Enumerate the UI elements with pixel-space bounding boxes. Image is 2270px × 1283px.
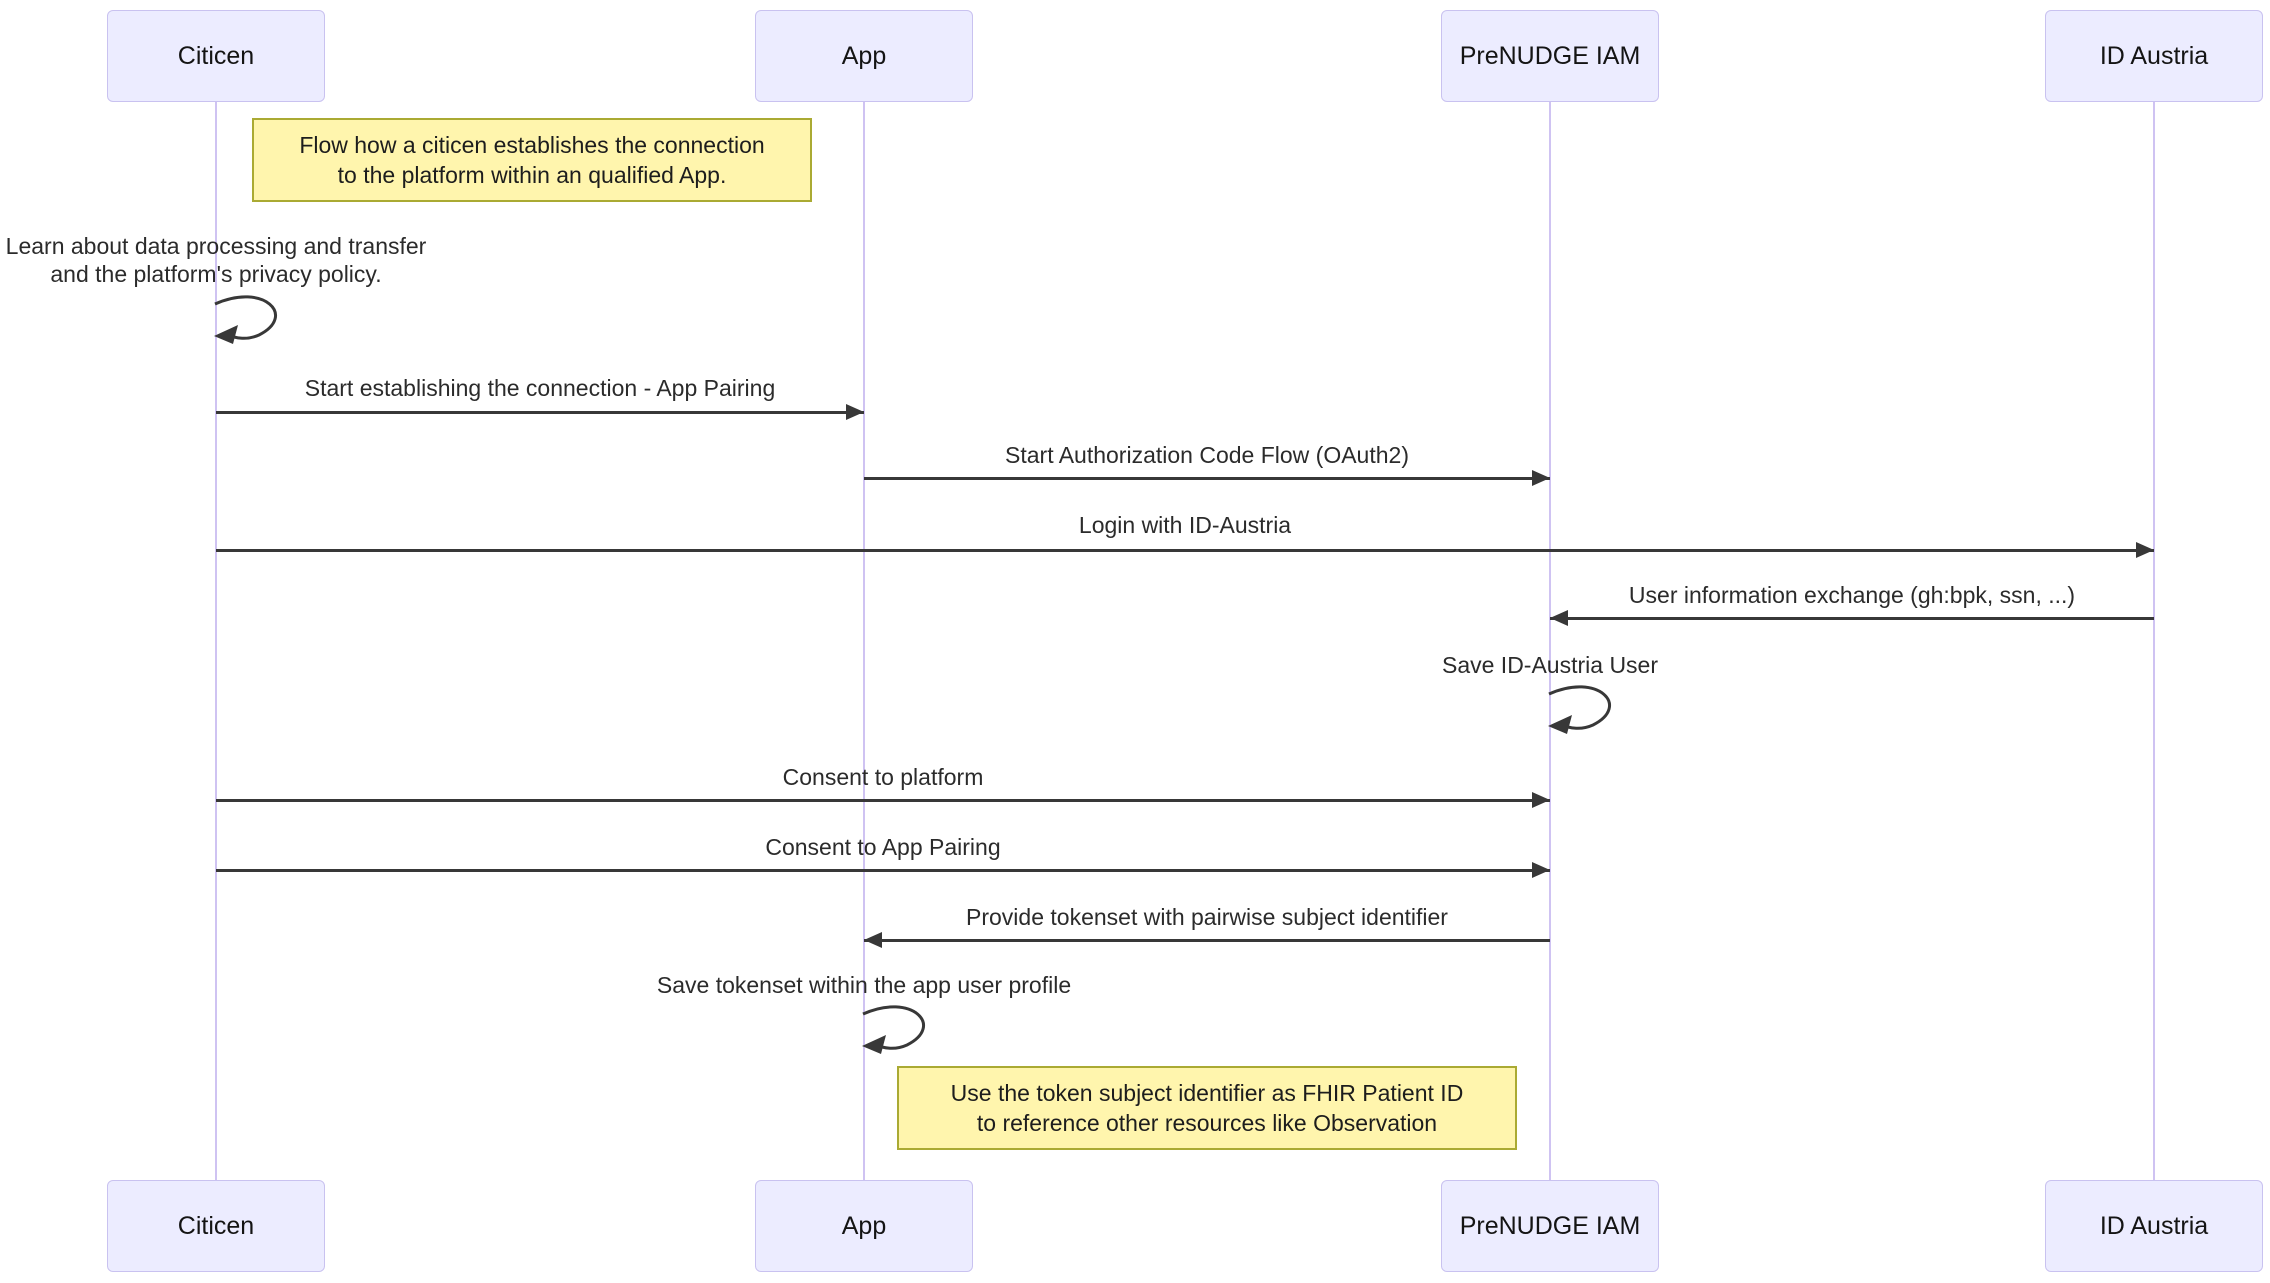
actor-label: App (841, 1211, 887, 1240)
actor-label: ID Austria (2099, 1211, 2209, 1240)
message-label-login-id-austria: Login with ID-Austria (1078, 512, 1292, 538)
actor-label: PreNUDGE IAM (1459, 1211, 1641, 1240)
message-label-consent-app-pairing: Consent to App Pairing (765, 834, 1001, 860)
actor-bottom-prenudge-iam: PreNUDGE IAM (1441, 1180, 1659, 1272)
message-label-learn-privacy: Learn about data processing and transfer… (5, 233, 427, 287)
lifeline-prenudge-iam (1549, 102, 1551, 1180)
message-line (216, 799, 1550, 802)
actor-label: PreNUDGE IAM (1459, 41, 1641, 70)
note-fhir-patient-id: Use the token subject identifier as FHIR… (897, 1066, 1517, 1150)
message-line (216, 869, 1550, 872)
message-label-app-pairing: Start establishing the connection - App … (304, 375, 776, 401)
arrowhead-left-icon (1550, 610, 1568, 626)
note-line: Use the token subject identifier as FHIR… (950, 1080, 1464, 1106)
arrowhead-right-icon (1532, 470, 1550, 486)
note-line: Flow how a citicen establishes the conne… (299, 132, 765, 158)
actor-top-app: App (755, 10, 973, 102)
message-line (216, 549, 2154, 552)
arrowhead-right-icon (2136, 542, 2154, 558)
self-loop-arrow-icon (862, 1005, 925, 1054)
actor-bottom-id-austria: ID Austria (2045, 1180, 2263, 1272)
message-line (1550, 617, 2154, 620)
message-line (216, 411, 864, 414)
actor-label: ID Austria (2099, 41, 2209, 70)
message-label-provide-tokenset: Provide tokenset with pairwise subject i… (966, 904, 1448, 930)
self-loop-arrow-icon (1548, 685, 1611, 734)
arrowhead-right-icon (1532, 862, 1550, 878)
actor-label: App (841, 41, 887, 70)
message-label-consent-platform: Consent to platform (782, 764, 984, 790)
actor-top-prenudge-iam: PreNUDGE IAM (1441, 10, 1659, 102)
note-line: to the platform within an qualified App. (337, 162, 727, 188)
note-line: to reference other resources like Observ… (976, 1110, 1438, 1136)
note-flow-description: Flow how a citicen establishes the conne… (252, 118, 812, 202)
actor-label: Citicen (177, 1211, 255, 1240)
self-loop-arrow-icon (214, 295, 277, 344)
message-line (864, 477, 1550, 480)
arrowhead-left-icon (864, 932, 882, 948)
message-label-save-id-austria-user: Save ID-Austria User (1441, 652, 1659, 678)
arrowhead-right-icon (1532, 792, 1550, 808)
actor-label: Citicen (177, 41, 255, 70)
lifeline-app (863, 102, 865, 1180)
actor-bottom-citicen: Citicen (107, 1180, 325, 1272)
lifeline-citicen (215, 102, 217, 1180)
arrowhead-right-icon (846, 404, 864, 420)
actor-top-citicen: Citicen (107, 10, 325, 102)
message-line (864, 939, 1550, 942)
message-label-save-tokenset: Save tokenset within the app user profil… (656, 972, 1072, 998)
message-label-oauth-flow: Start Authorization Code Flow (OAuth2) (1005, 442, 1409, 468)
actor-bottom-app: App (755, 1180, 973, 1272)
message-label-user-info-exchange: User information exchange (gh:bpk, ssn, … (1628, 582, 2076, 608)
lifeline-id-austria (2153, 102, 2155, 1180)
actor-top-id-austria: ID Austria (2045, 10, 2263, 102)
